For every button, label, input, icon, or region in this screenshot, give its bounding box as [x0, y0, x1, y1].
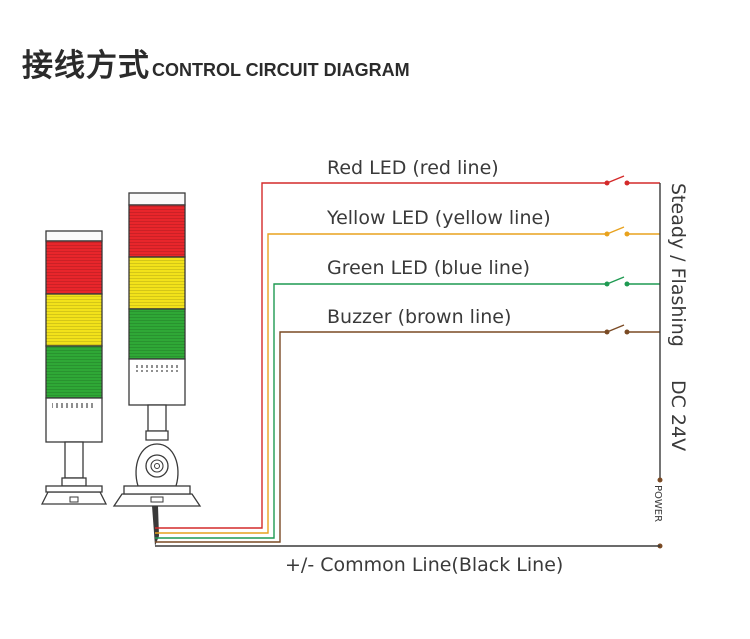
power-terminal-positive: [657, 477, 663, 483]
wire-brown: [155, 331, 605, 543]
label-power: POWER: [652, 485, 663, 522]
label-steady-flashing: Steady / Flashing: [667, 183, 689, 347]
label-red-led: Red LED (red line): [327, 157, 499, 179]
switch-yellow: [606, 226, 625, 235]
cable-exit: [152, 506, 159, 546]
signal-tower-left: [40, 230, 108, 505]
tower-left-pole: [64, 441, 84, 479]
label-yellow-led: Yellow LED (yellow line): [326, 207, 551, 229]
wire-green: [155, 283, 605, 539]
label-common-line: +/- Common Line(Black Line): [285, 554, 563, 576]
tower-left-cap: [45, 230, 103, 242]
wire-red: [155, 182, 605, 529]
wire-yellow: [155, 233, 605, 534]
title-english: CONTROL CIRCUIT DIAGRAM: [152, 60, 410, 80]
signal-tower-right: [112, 192, 202, 546]
label-green-led: Green LED (blue line): [327, 257, 530, 279]
switch-red: [606, 175, 625, 184]
tower-right-pole: [147, 404, 167, 432]
title-chinese: 接线方式: [22, 48, 150, 84]
label-dc-voltage: DC 24V: [667, 380, 689, 451]
wiring: [155, 175, 663, 549]
tower-right-cap: [128, 192, 186, 206]
switch-green: [606, 276, 625, 285]
label-buzzer: Buzzer (brown line): [327, 306, 511, 328]
switch-brown: [606, 324, 625, 333]
